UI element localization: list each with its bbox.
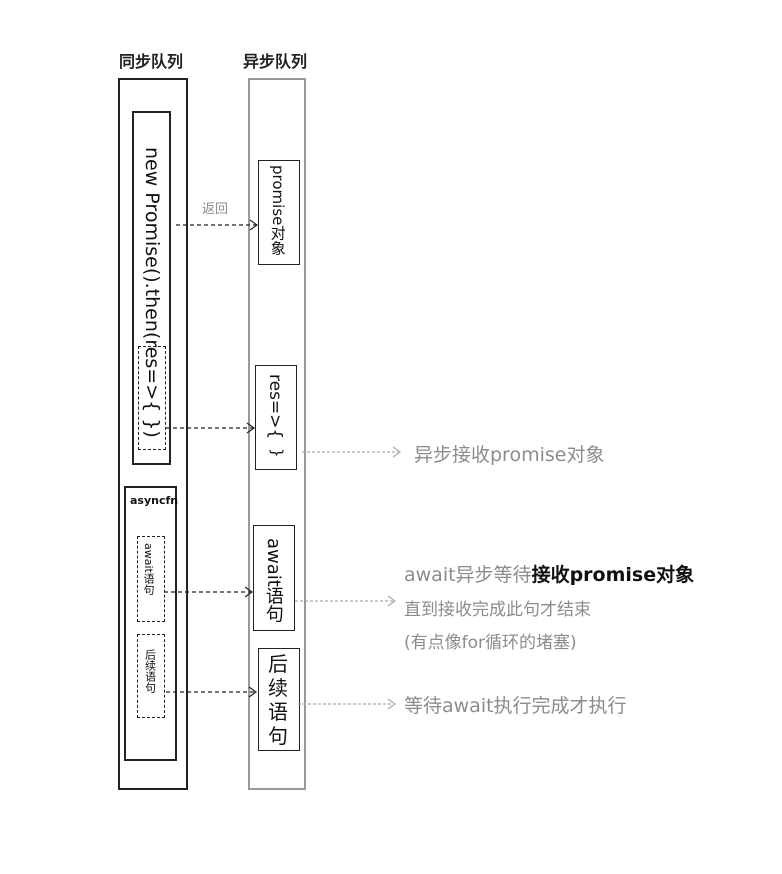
promise-object-text: promise对象 xyxy=(268,165,287,256)
receive-pointer-head xyxy=(392,446,402,458)
sync-queue-column xyxy=(118,78,188,790)
async-queue-column xyxy=(248,78,306,790)
res-callback-text: res=>{ xyxy=(265,374,285,440)
return-arrow-head xyxy=(249,219,259,231)
sync-await-label: await语句 xyxy=(142,543,155,595)
async-receive-note: 异步接收promise对象 xyxy=(414,444,605,466)
promise-object-cjk: 对象 xyxy=(268,225,287,256)
async-await-box: await语句 xyxy=(253,525,295,631)
then-callback-box xyxy=(138,346,166,450)
asyncfn-block: asyncfn xyxy=(124,486,179,761)
await-note-line3: (有点像for循环的堵塞) xyxy=(404,633,577,653)
return-label: 返回 xyxy=(202,202,229,217)
sync-await-statement: await语句 xyxy=(137,536,165,622)
async-after-text: 后续语句 xyxy=(268,652,288,748)
after-pointer-head xyxy=(387,698,397,710)
promise-object-box: promise对象 xyxy=(258,160,300,265)
promise-expression: new Promise().then(res=>{ }) xyxy=(141,147,163,438)
sync-queue-title: 同步队列 xyxy=(119,52,184,71)
await-note-line2: 直到接收完成此句才结束 xyxy=(404,600,591,620)
after-note: 等待await执行完成才执行 xyxy=(404,695,627,717)
await-arrow-head xyxy=(244,586,254,598)
promise-object-word: promise xyxy=(268,165,287,226)
asyncfn-label: asyncfn xyxy=(130,494,179,507)
await-note-strong: 接收promise对象 xyxy=(531,564,695,586)
res-callback-end: } xyxy=(268,448,286,458)
async-queue-title: 异步队列 xyxy=(243,52,308,71)
callback-arrow-head xyxy=(246,422,256,434)
async-await-text: await语句 xyxy=(262,538,284,623)
async-await-word: await xyxy=(262,538,284,587)
sync-after-label: 后续语句 xyxy=(143,649,157,693)
after-arrow-head xyxy=(248,686,258,698)
res-callback-box: res=>{ } xyxy=(255,365,297,470)
await-note-line1: await异步等待接收promise对象 xyxy=(404,560,694,587)
sync-after-statement: 后续语句 xyxy=(137,634,165,718)
await-note-prefix: await异步等待 xyxy=(404,564,532,586)
promise-block: new Promise().then(res=>{ }) xyxy=(132,111,171,465)
async-await-cjk: 语句 xyxy=(262,586,284,623)
await-pointer-head xyxy=(387,595,397,607)
async-after-box: 后续语句 xyxy=(258,648,300,751)
